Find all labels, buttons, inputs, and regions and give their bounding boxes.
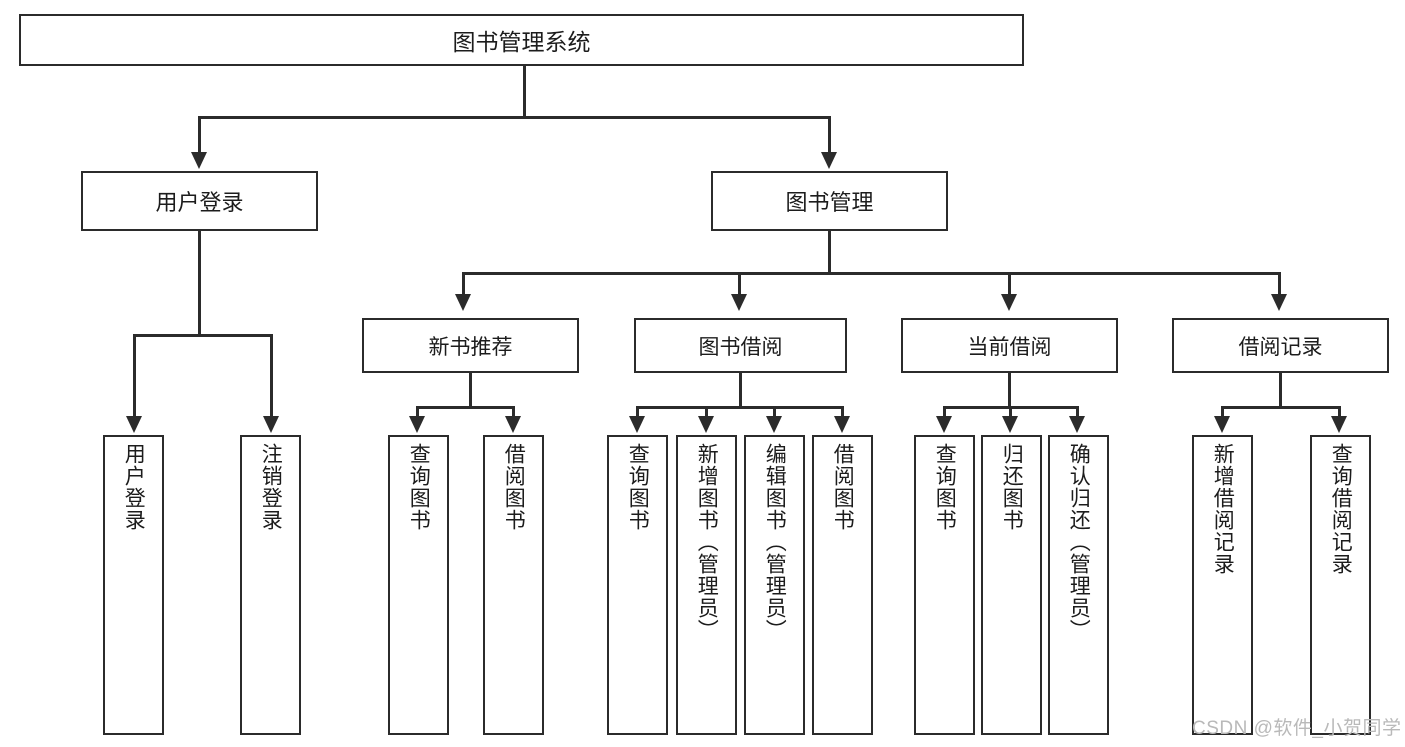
leaf-add-borrow-record[interactable]: 新增借阅记录 [1192,435,1253,735]
arrowhead-new-book-recommend [455,294,471,311]
leaf-edit-book-admin[interactable]: 编辑图书（管理员） [744,435,805,735]
connector-root-to-book-management [828,116,831,154]
node-label: 当前借阅 [967,335,1052,359]
leaf-query-book-borrow[interactable]: 查询图书 [607,435,668,735]
connector-user-login-bar [134,334,273,337]
leaf-query-book-recommend[interactable]: 查询图书 [388,435,449,735]
leaf-borrow-book[interactable]: 借阅图书 [812,435,873,735]
arrowhead-nbr-leaf-2 [505,416,521,433]
node-label: 新书推荐 [428,335,513,359]
connector-bb-stem [739,373,742,409]
connector-root-stem [523,66,526,118]
leaf-label: 借阅图书 [502,443,526,531]
leaf-label: 查询借阅记录 [1329,443,1353,575]
connector-user-login-stem [198,231,201,336]
node-label: 图书管理系统 [452,29,591,55]
node-current-borrow[interactable]: 当前借阅 [901,318,1118,373]
leaf-label: 归还图书 [1000,443,1024,531]
connector-nbr-branch-2 [512,406,515,418]
connector-book-management-stem [828,231,831,274]
leaf-label: 注销登录 [259,443,283,531]
connector-user-login-branch-2 [270,334,273,418]
leaf-logout[interactable]: 注销登录 [240,435,301,735]
node-user-login[interactable]: 用户登录 [81,171,318,231]
leaf-label: 编辑图书（管理员） [763,443,787,641]
connector-bb-branch-4 [841,406,844,418]
leaf-label: 新增借阅记录 [1211,443,1235,575]
leaf-label: 确认归还（管理员） [1067,443,1091,641]
leaf-label: 借阅图书 [831,443,855,531]
leaf-confirm-return-admin[interactable]: 确认归还（管理员） [1048,435,1109,735]
arrowhead-leaf-logout [263,416,279,433]
leaf-query-book-current[interactable]: 查询图书 [914,435,975,735]
node-label: 借阅记录 [1238,335,1323,359]
arrowhead-cb-leaf-1 [936,416,952,433]
connector-user-login-branch-1 [133,334,136,418]
leaf-user-login[interactable]: 用户登录 [103,435,164,735]
node-book-management[interactable]: 图书管理 [711,171,948,231]
arrowhead-cb-leaf-2 [1002,416,1018,433]
node-book-management-system[interactable]: 图书管理系统 [19,14,1024,66]
leaf-borrow-book-recommend[interactable]: 借阅图书 [483,435,544,735]
connector-bm-branch-1 [462,272,465,296]
arrowhead-br-leaf-1 [1214,416,1230,433]
arrowhead-user-login [191,152,207,169]
connector-bm-branch-3 [1008,272,1011,296]
arrowhead-leaf-user-login [126,416,142,433]
connector-cb-stem [1008,373,1011,409]
node-label: 用户登录 [155,190,244,215]
arrowhead-book-management [821,152,837,169]
arrowhead-nbr-leaf-1 [409,416,425,433]
connector-br-stem [1279,373,1282,409]
connector-bb-bar [637,406,844,409]
arrowhead-book-borrow [731,294,747,311]
connector-br-branch-1 [1221,406,1224,418]
leaf-add-book-admin[interactable]: 新增图书（管理员） [676,435,737,735]
arrowhead-bb-leaf-3 [766,416,782,433]
arrowhead-current-borrow [1001,294,1017,311]
node-label: 图书借阅 [698,335,783,359]
node-new-book-recommend[interactable]: 新书推荐 [362,318,579,373]
connector-nbr-branch-1 [416,406,419,418]
connector-book-management-bar [463,272,1281,275]
connector-cb-branch-3 [1076,406,1079,418]
connector-br-bar [1222,406,1341,409]
connector-root-bar [199,116,831,119]
leaf-label: 用户登录 [122,443,146,531]
connector-nbr-bar [417,406,515,409]
node-label: 图书管理 [785,190,874,215]
connector-root-to-user-login [198,116,201,154]
connector-bm-branch-2 [738,272,741,296]
leaf-label: 查询图书 [407,443,431,531]
arrowhead-cb-leaf-3 [1069,416,1085,433]
connector-nbr-stem [469,373,472,409]
arrowhead-borrow-record [1271,294,1287,311]
connector-cb-branch-2 [1009,406,1012,418]
leaf-return-book[interactable]: 归还图书 [981,435,1042,735]
connector-br-branch-2 [1338,406,1341,418]
leaf-label: 新增图书（管理员） [695,443,719,641]
csdn-watermark: CSDN @软件_小贺同学 [1192,718,1402,739]
leaf-label: 查询图书 [933,443,957,531]
arrowhead-bb-leaf-2 [698,416,714,433]
arrowhead-bb-leaf-4 [834,416,850,433]
connector-bb-branch-3 [773,406,776,418]
connector-cb-branch-1 [943,406,946,418]
node-borrow-record[interactable]: 借阅记录 [1172,318,1389,373]
arrowhead-br-leaf-2 [1331,416,1347,433]
connector-bb-branch-1 [636,406,639,418]
connector-bb-branch-2 [705,406,708,418]
leaf-label: 查询图书 [626,443,650,531]
connector-bm-branch-4 [1278,272,1281,296]
node-book-borrow[interactable]: 图书借阅 [634,318,847,373]
leaf-query-borrow-record[interactable]: 查询借阅记录 [1310,435,1371,735]
arrowhead-bb-leaf-1 [629,416,645,433]
